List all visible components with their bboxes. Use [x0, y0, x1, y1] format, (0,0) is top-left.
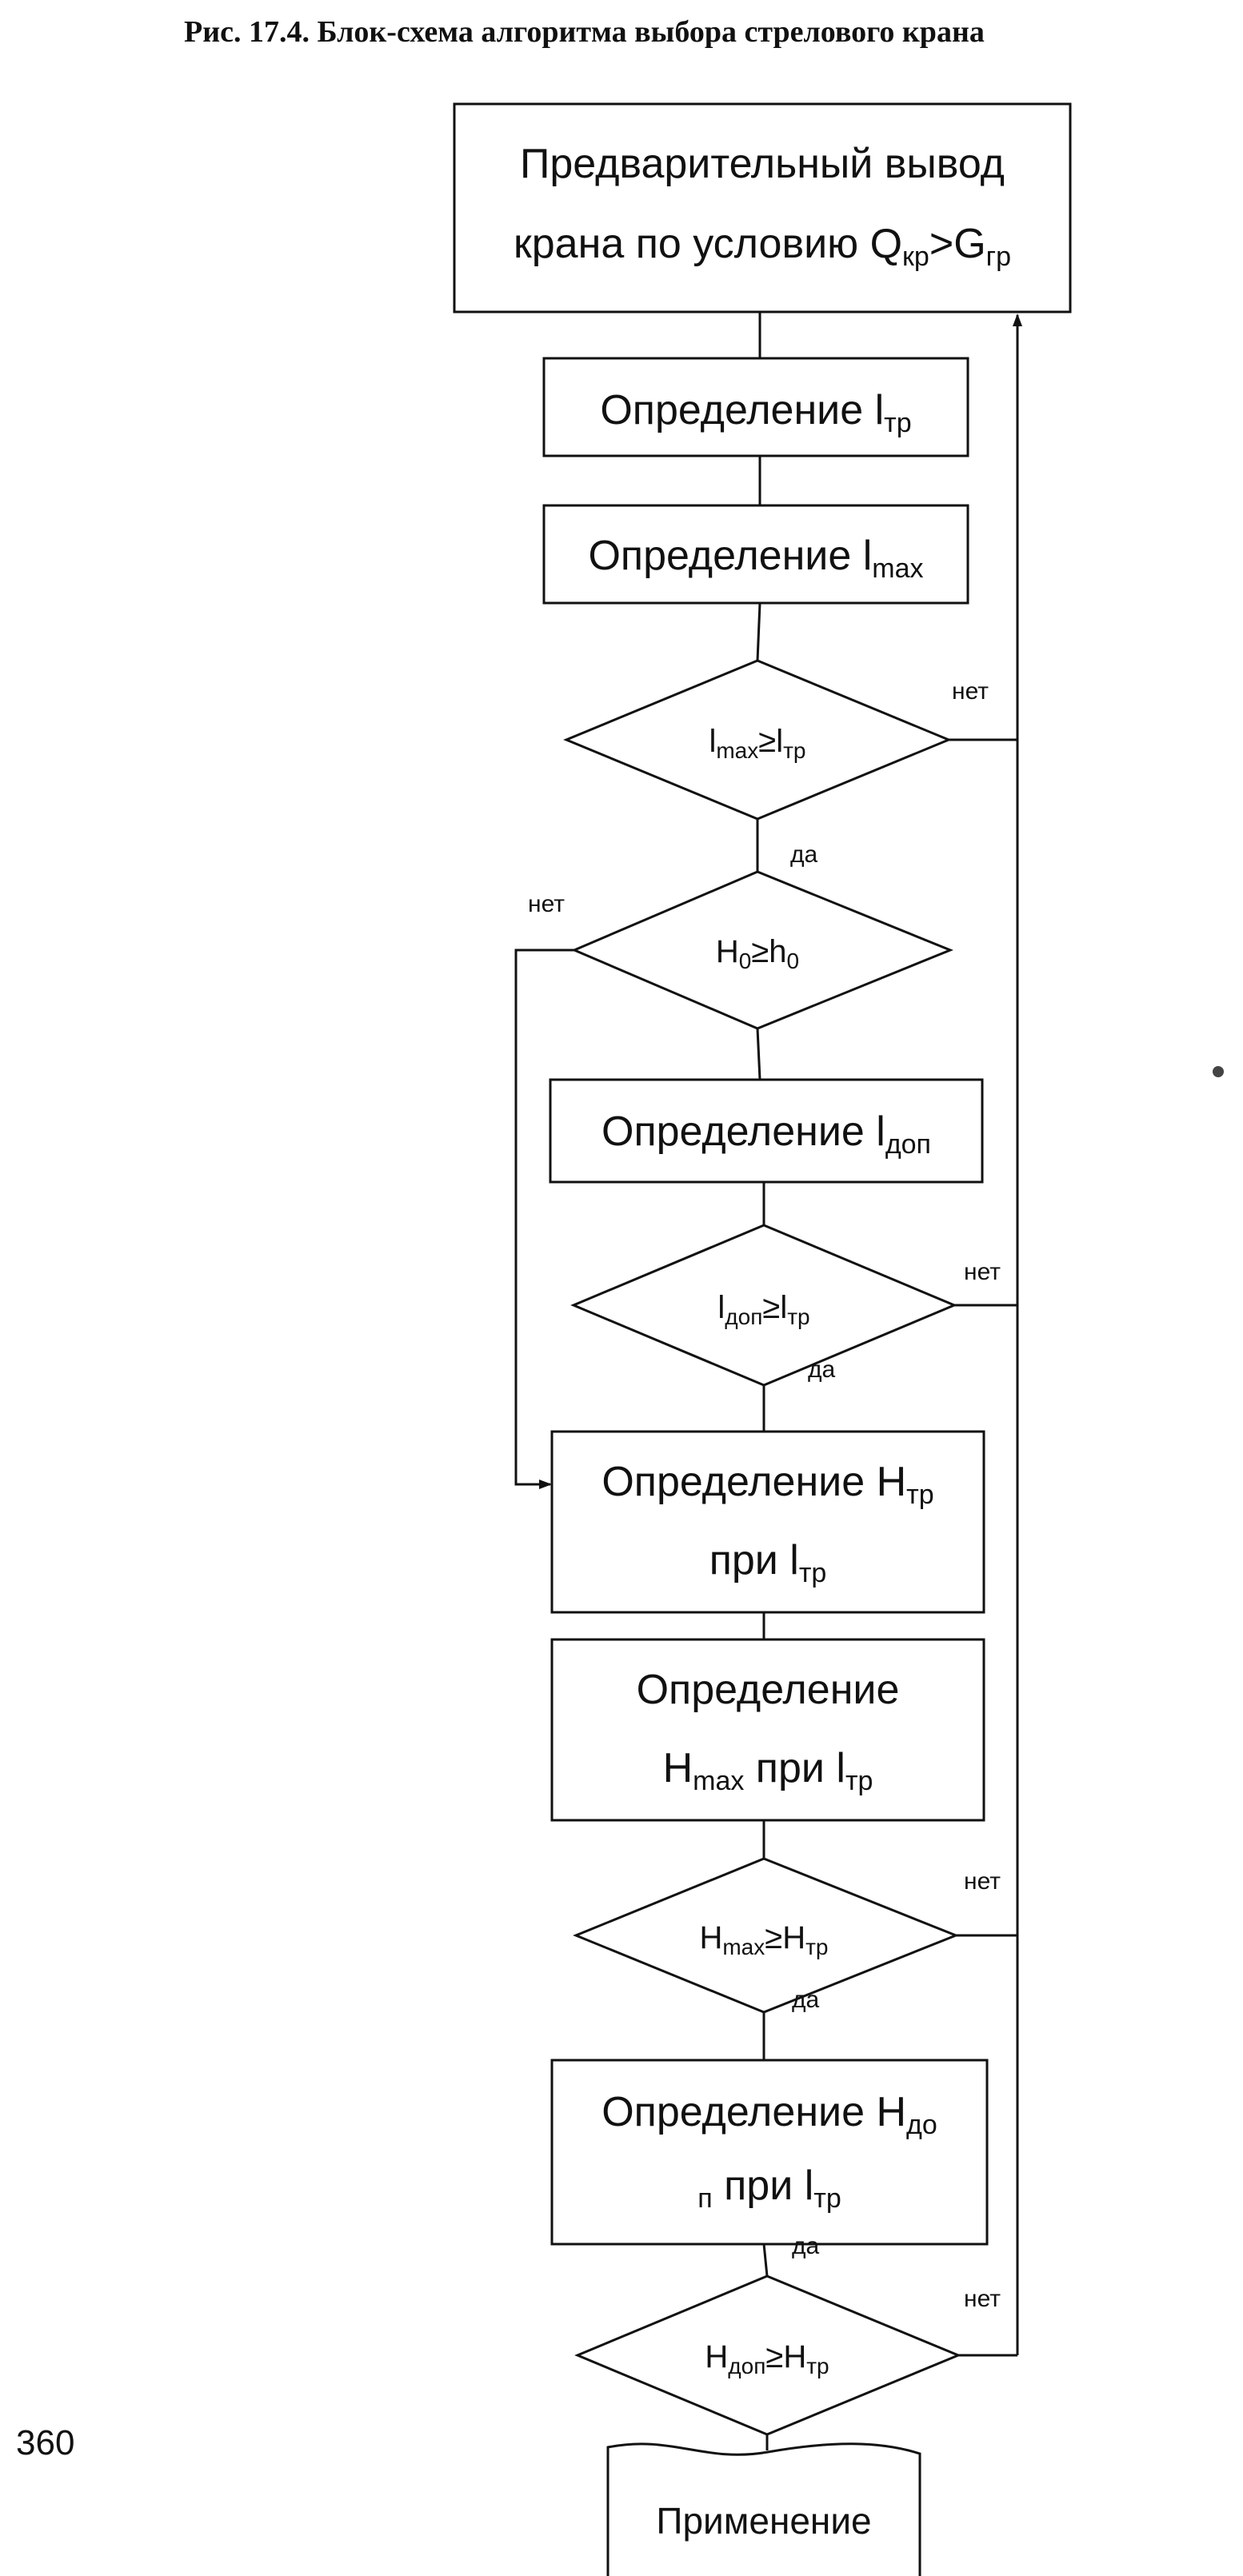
def-lmax-box	[542, 504, 969, 605]
label-yes-cond1: да	[790, 841, 818, 868]
label-no-cond5: нет	[964, 2286, 1001, 2312]
label-no-cond3: нет	[964, 1259, 1001, 1285]
edge-cond2-ldop	[756, 1028, 761, 1080]
end-terminator	[606, 2442, 921, 2576]
end-text: Применение	[656, 2500, 871, 2542]
def-hdop-text-line1: Определение Hдо	[602, 2089, 937, 2140]
label-yes-cond3: да	[808, 1356, 836, 1383]
cond-hdop-text: Hдоп≥Hтр	[705, 2339, 829, 2378]
label-no-cond2: нет	[528, 891, 565, 917]
def-hmax-text-line2: Hmax при lтр	[663, 1745, 873, 1796]
figure-caption: Рис. 17.4. Блок-схема алгоритма выбора с…	[184, 15, 985, 49]
def-htr-box	[550, 1430, 985, 1614]
label-no-cond1: нет	[952, 678, 989, 705]
edge-lmax-cond1	[756, 602, 761, 661]
def-ltr-box	[542, 357, 969, 457]
def-lmax-text: Определение lmax	[588, 533, 923, 584]
start-box	[453, 102, 1072, 314]
label-no-cond4: нет	[964, 1868, 1001, 1895]
def-hdop-text-line2: п при lтр	[697, 2163, 841, 2214]
def-hdop-box	[550, 2059, 989, 2246]
def-ldop-text: Определение lдоп	[602, 1108, 931, 1160]
cond-lmax-text: lmax≥lтр	[709, 724, 805, 763]
scan-speck	[1213, 1066, 1224, 1077]
cond-ldop-text: lдоп≥lтр	[717, 1290, 809, 1329]
cond-h0-text: H0≥h0	[716, 934, 799, 973]
def-hmax-text-line1: Определение	[637, 1667, 900, 1713]
page-number: 360	[16, 2423, 75, 2462]
edge-hdop-cond5	[762, 2243, 769, 2277]
start-text-line2: крана по условию Qкр>Gгр	[514, 221, 1011, 272]
def-ldop-box	[549, 1078, 984, 1184]
def-ltr-text: Определение lтр	[600, 387, 911, 438]
label-yes-cond4: да	[792, 1987, 820, 2013]
start-text-line1: Предварительный вывод	[520, 141, 1005, 187]
def-htr-text-line2: при lтр	[709, 1537, 827, 1588]
def-htr-text-line1: Определение Hтр	[602, 1459, 933, 1510]
def-hmax-box	[550, 1638, 985, 1822]
label-yes-cond5: да	[792, 2233, 820, 2259]
edge-cond2-no	[514, 949, 574, 1489]
cond-hmax-text: Hmax≥Hтр	[699, 1920, 828, 1959]
